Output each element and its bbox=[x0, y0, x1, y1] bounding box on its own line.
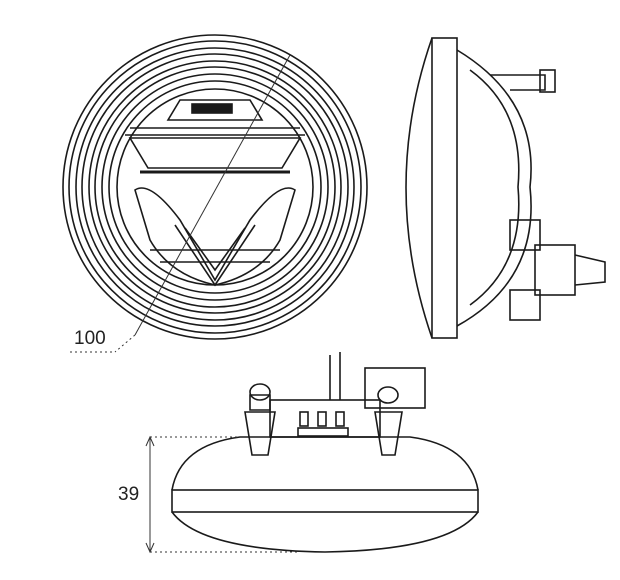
height-label: 39 bbox=[118, 484, 140, 505]
diameter-label: 100 bbox=[74, 328, 106, 349]
bottom-view bbox=[171, 352, 479, 553]
height-dimension bbox=[145, 435, 300, 554]
front-view bbox=[62, 34, 368, 340]
diameter-dimension bbox=[70, 54, 291, 353]
side-view bbox=[405, 37, 606, 339]
logo-badge bbox=[191, 103, 233, 114]
